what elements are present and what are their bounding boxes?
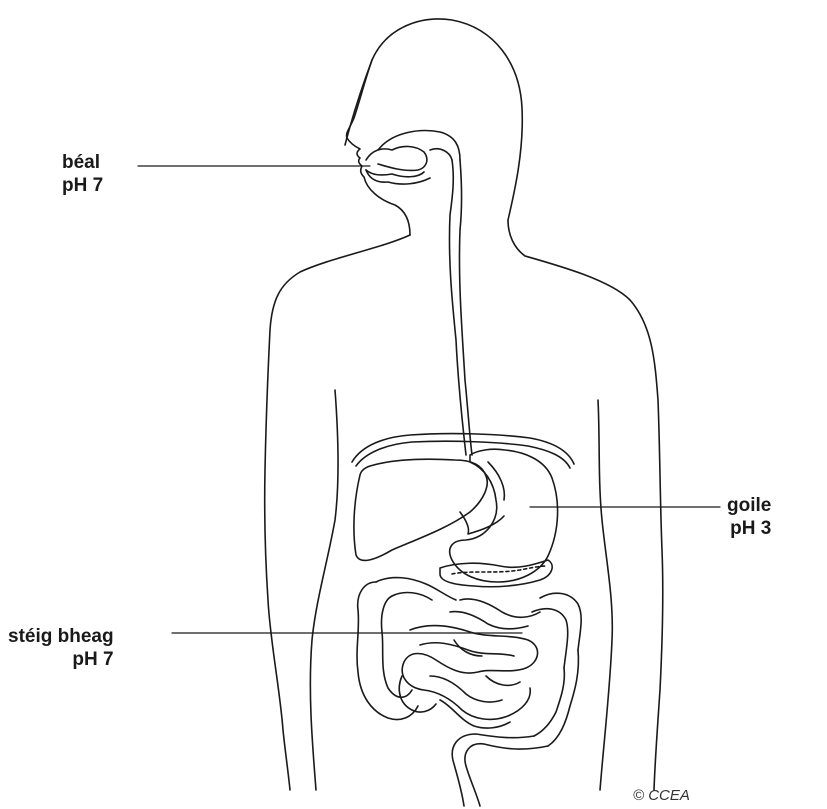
liver	[354, 459, 504, 560]
label-stomach: goile pH 3	[727, 494, 771, 540]
small-intestine	[399, 599, 540, 728]
label-mouth-ph: pH 7	[62, 174, 103, 197]
copyright-notice: © CCEA	[633, 787, 690, 804]
label-small-intestine: stéig bheag pH 7	[8, 625, 114, 671]
label-small-intestine-ph: pH 7	[8, 648, 114, 671]
label-small-intestine-name: stéig bheag	[8, 625, 114, 648]
oesophagus	[449, 160, 472, 455]
body-outline	[265, 19, 663, 790]
label-mouth-name: béal	[62, 151, 103, 174]
label-stomach-ph: pH 3	[727, 517, 771, 540]
label-mouth: béal pH 7	[62, 151, 103, 197]
label-stomach-name: goile	[727, 494, 771, 517]
large-intestine	[357, 578, 581, 806]
mouth-oral-cavity	[366, 131, 460, 184]
pointer-lines	[138, 166, 720, 633]
